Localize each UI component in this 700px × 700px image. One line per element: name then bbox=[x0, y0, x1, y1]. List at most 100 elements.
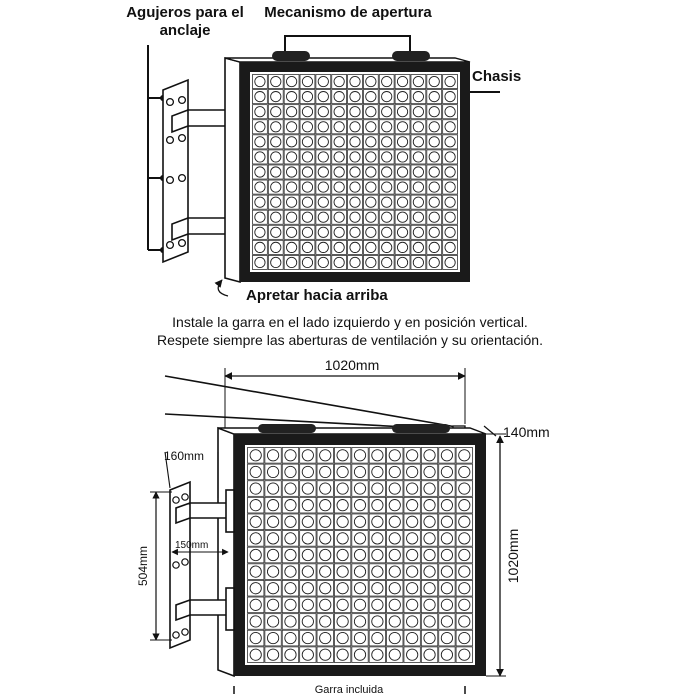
led-lens bbox=[381, 196, 393, 208]
led-lens bbox=[301, 548, 314, 562]
led-lens bbox=[365, 75, 377, 88]
led-lens bbox=[301, 166, 314, 178]
led-lens bbox=[388, 515, 401, 528]
led-lens bbox=[286, 226, 298, 238]
led-lens bbox=[428, 211, 440, 223]
led-lens bbox=[381, 136, 393, 148]
led-lens bbox=[365, 136, 377, 148]
led-lens bbox=[365, 121, 377, 133]
led-lens bbox=[349, 211, 361, 223]
led-lens bbox=[286, 121, 298, 133]
led-lens bbox=[266, 482, 280, 495]
led-lens bbox=[388, 449, 401, 462]
led-lens bbox=[423, 582, 436, 595]
led-lens bbox=[428, 136, 440, 148]
led-lens bbox=[406, 598, 419, 611]
led-lens bbox=[371, 582, 384, 595]
led-lens bbox=[254, 226, 266, 238]
led-lens bbox=[254, 151, 266, 163]
chassis-side bbox=[224, 56, 241, 284]
led-lens bbox=[365, 211, 377, 223]
led-lens bbox=[317, 151, 329, 163]
led-lens bbox=[396, 106, 409, 118]
led-lens bbox=[284, 598, 297, 611]
led-lens bbox=[371, 449, 384, 462]
led-lens bbox=[412, 151, 424, 163]
led-lens bbox=[388, 582, 401, 595]
led-lens bbox=[284, 565, 297, 578]
led-lens bbox=[317, 256, 329, 269]
led-lens bbox=[249, 515, 262, 528]
led-lens bbox=[396, 241, 409, 253]
led-lens bbox=[301, 106, 314, 118]
led-lens bbox=[349, 166, 361, 178]
led-lens bbox=[317, 136, 329, 148]
led-lens bbox=[254, 91, 266, 103]
led-lens bbox=[440, 598, 454, 611]
led-lens bbox=[406, 482, 419, 495]
led-lens bbox=[284, 648, 297, 661]
led-lens bbox=[301, 615, 314, 628]
led-lens bbox=[336, 532, 349, 545]
mechanism-latch-right bbox=[392, 51, 430, 61]
led-lens bbox=[254, 181, 266, 193]
led-grid-top bbox=[252, 74, 458, 270]
led-lens bbox=[249, 532, 262, 545]
led-lens bbox=[286, 151, 298, 163]
led-lens bbox=[254, 121, 266, 133]
led-lens bbox=[319, 582, 332, 595]
led-lens bbox=[336, 499, 349, 512]
led-lens bbox=[249, 648, 262, 661]
led-lens bbox=[333, 136, 345, 148]
led-lens bbox=[423, 565, 436, 578]
wall-plate-holes bbox=[165, 95, 187, 250]
led-lens bbox=[353, 565, 367, 578]
led-lens bbox=[286, 166, 298, 178]
upper-arm bbox=[171, 109, 229, 134]
led-lens bbox=[444, 166, 456, 178]
led-lens bbox=[266, 565, 280, 578]
led-lens bbox=[349, 181, 361, 193]
led-lens bbox=[440, 648, 454, 661]
led-lens bbox=[319, 532, 332, 545]
led-lens bbox=[388, 532, 401, 545]
led-grid-bottom bbox=[247, 447, 473, 663]
led-lens bbox=[284, 499, 297, 512]
led-lens bbox=[423, 598, 436, 611]
led-lens bbox=[458, 532, 471, 545]
led-lens bbox=[371, 598, 384, 611]
led-lens bbox=[353, 532, 367, 545]
led-lens bbox=[301, 499, 314, 512]
led-lens bbox=[440, 582, 454, 595]
led-lens bbox=[301, 482, 314, 495]
led-lens bbox=[254, 241, 266, 253]
tighten-up-label: Apretar hacia arriba bbox=[246, 287, 388, 304]
led-lens bbox=[301, 241, 314, 253]
led-lens bbox=[444, 91, 456, 103]
led-lens bbox=[428, 106, 440, 118]
led-lens bbox=[254, 211, 266, 223]
led-lens bbox=[428, 75, 440, 88]
led-lens bbox=[301, 151, 314, 163]
led-lens bbox=[412, 241, 424, 253]
led-lens bbox=[423, 465, 436, 479]
led-lens bbox=[270, 181, 282, 193]
led-lens bbox=[365, 91, 377, 103]
led-lens bbox=[333, 75, 345, 88]
led-lens bbox=[458, 615, 471, 628]
led-lens bbox=[336, 449, 349, 462]
led-lens bbox=[270, 136, 282, 148]
instruction-line-1: Instale la garra en el lado izquierdo y … bbox=[172, 314, 528, 330]
led-lens bbox=[440, 449, 454, 462]
led-lens bbox=[444, 256, 456, 269]
led-lens bbox=[396, 75, 409, 88]
led-lens bbox=[317, 121, 329, 133]
led-lens bbox=[333, 91, 345, 103]
led-lens bbox=[458, 465, 471, 479]
led-lens bbox=[301, 465, 314, 479]
led-lens bbox=[406, 548, 419, 562]
led-lens bbox=[396, 226, 409, 238]
led-lens bbox=[406, 582, 419, 595]
led-lens bbox=[254, 196, 266, 208]
led-lens bbox=[336, 465, 349, 479]
